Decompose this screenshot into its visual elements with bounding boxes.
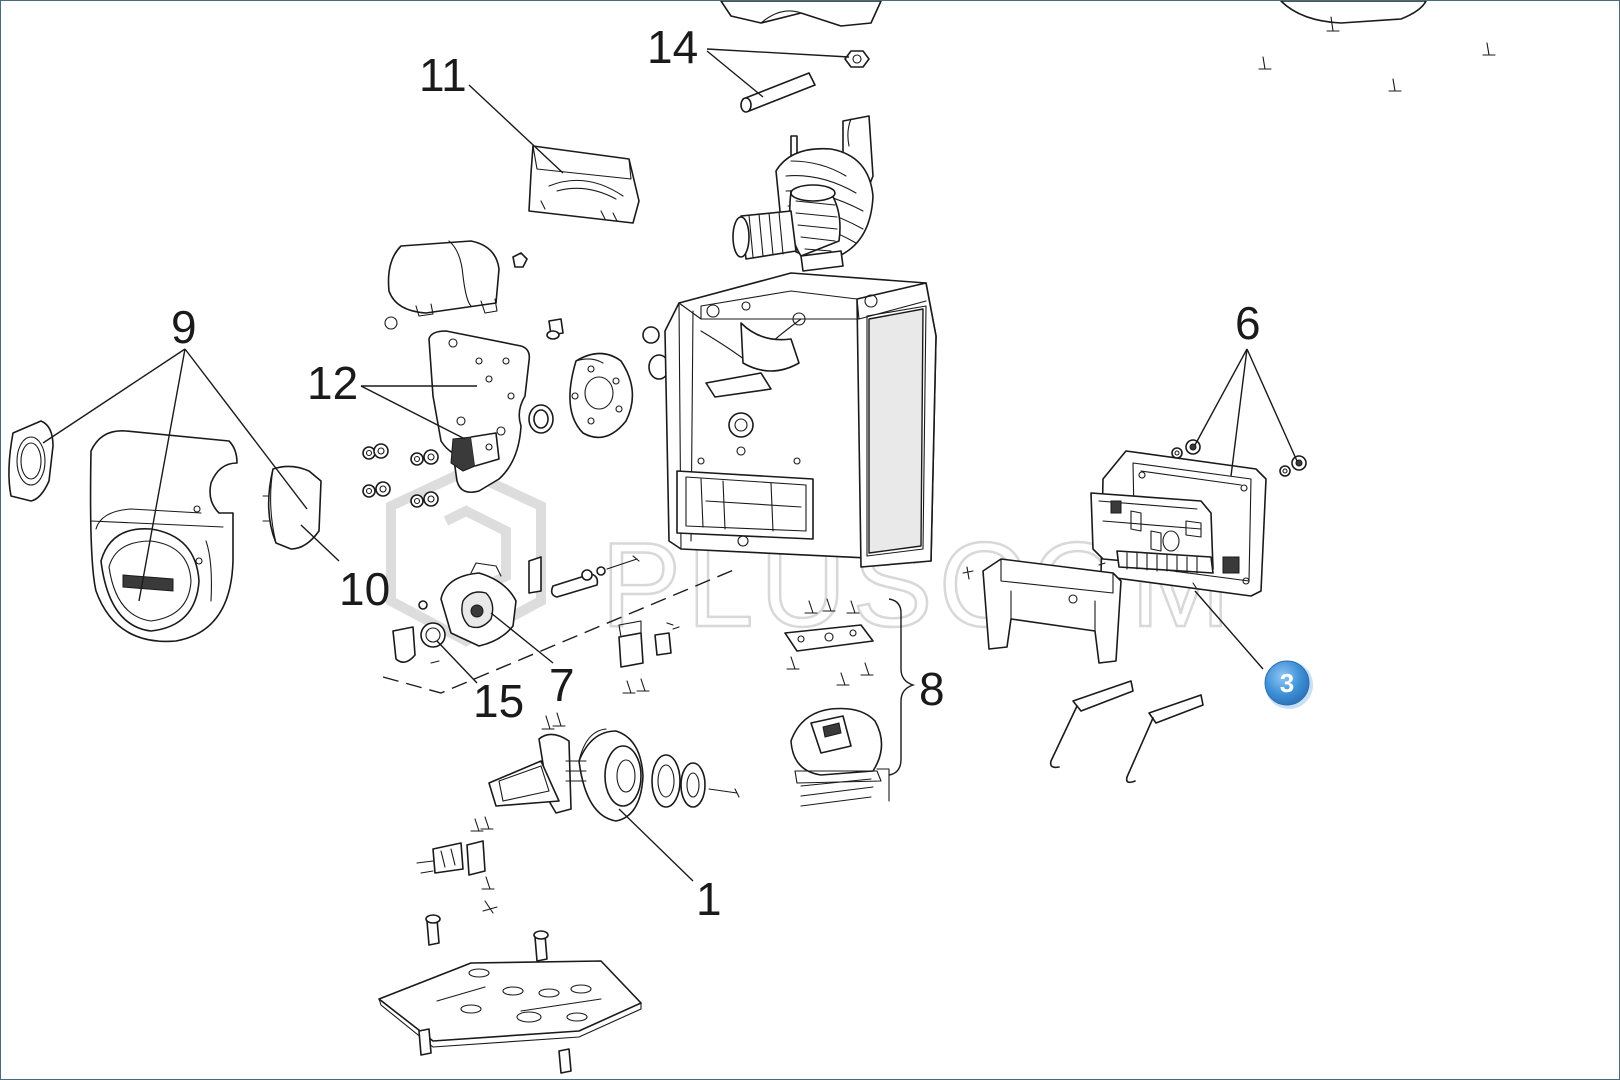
step-badge-number: 3 — [1280, 668, 1294, 698]
top-right-cover-partial — [1258, 1, 1496, 92]
callout-14: 14 — [647, 21, 698, 73]
part-9-motor-cover — [8, 420, 322, 643]
callout-15: 15 — [473, 675, 524, 727]
part-6-control-board — [962, 439, 1307, 597]
callout-1: 1 — [696, 873, 722, 925]
callout-12: 12 — [307, 357, 358, 409]
part-12-gear-plate — [362, 240, 564, 508]
part-8-sensor-assembly — [784, 598, 890, 807]
board-bracket — [982, 558, 1122, 664]
microswitch-bracket — [618, 620, 680, 694]
callout-9: 9 — [171, 301, 197, 353]
part-14-pin-and-nut — [740, 50, 870, 113]
callout-7: 7 — [549, 659, 575, 711]
part-1-encoder-stack — [488, 712, 740, 822]
base-plate — [378, 914, 642, 1074]
assembly-dashed-line — [382, 568, 737, 694]
part-11-cover-bracket — [528, 145, 640, 224]
motor-worm-gear — [732, 115, 874, 272]
callout-8: 8 — [919, 663, 945, 715]
callout-10: 10 — [339, 563, 390, 615]
gear-disc — [528, 326, 670, 439]
main-housing — [664, 272, 937, 568]
leader-lines — [42, 48, 1298, 882]
callout-11: 11 — [419, 49, 467, 101]
step-badge[interactable]: 3 — [1264, 660, 1313, 709]
callout-6: 6 — [1235, 297, 1261, 349]
top-housing-partial — [720, 1, 882, 27]
terminal-block — [416, 816, 498, 914]
callout-labels: 14 11 9 12 10 6 7 15 8 1 — [171, 21, 1261, 925]
part-7-limit-switch — [392, 555, 640, 664]
hinge-rods — [1049, 680, 1204, 784]
